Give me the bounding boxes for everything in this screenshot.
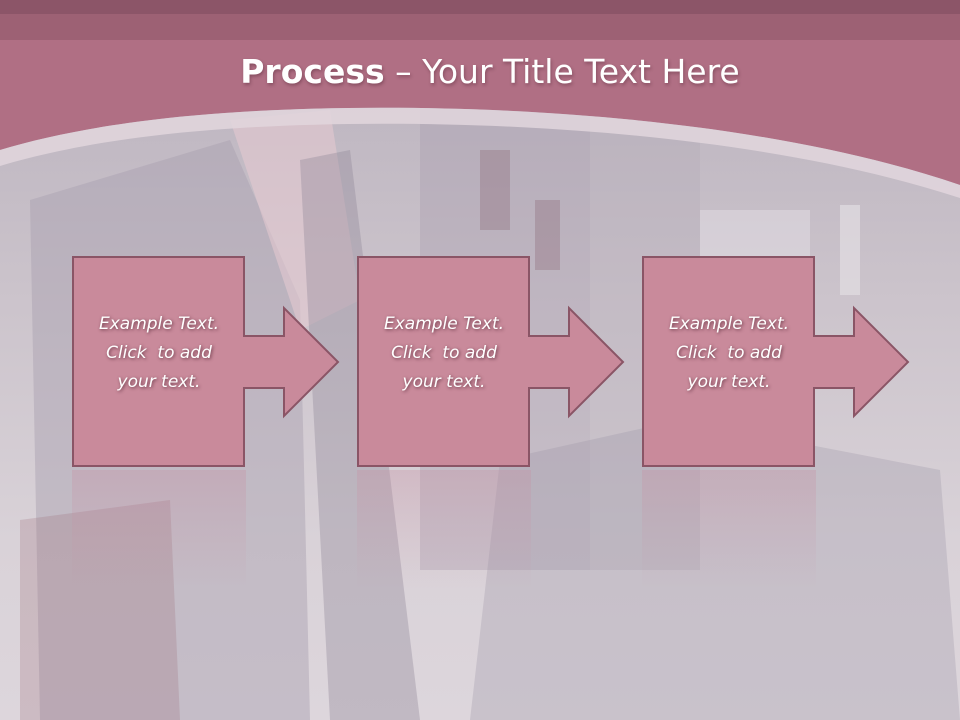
right-arrow-icon <box>357 256 625 467</box>
step-text-line: Click to add <box>106 343 212 363</box>
slide-title[interactable]: Process – Your Title Text Here <box>0 52 960 91</box>
step-text-line: Click to add <box>391 343 497 363</box>
title-rest-text: Your Title Text Here <box>422 52 740 91</box>
step-text-line: Click to add <box>676 343 782 363</box>
title-separator: – <box>384 52 423 91</box>
title-bold-text: Process <box>240 52 385 91</box>
step-reflection <box>642 470 816 590</box>
step-text-line: Example Text. <box>98 314 220 334</box>
step-text[interactable]: Example Text. Click to add your text. <box>359 310 529 397</box>
step-text-line: your text. <box>687 372 771 392</box>
right-arrow-icon <box>642 256 910 467</box>
step-reflection <box>357 470 531 590</box>
step-reflection <box>72 470 246 590</box>
process-step-1[interactable]: Example Text. Click to add your text. <box>72 256 342 468</box>
process-step-3[interactable]: Example Text. Click to add your text. <box>642 256 912 468</box>
right-arrow-icon <box>72 256 340 467</box>
step-text[interactable]: Example Text. Click to add your text. <box>644 310 814 397</box>
step-text-line: your text. <box>402 372 486 392</box>
process-step-2[interactable]: Example Text. Click to add your text. <box>357 256 627 468</box>
step-text-line: Example Text. <box>668 314 790 334</box>
step-text-line: Example Text. <box>383 314 505 334</box>
step-text-line: your text. <box>117 372 201 392</box>
step-text[interactable]: Example Text. Click to add your text. <box>74 310 244 397</box>
